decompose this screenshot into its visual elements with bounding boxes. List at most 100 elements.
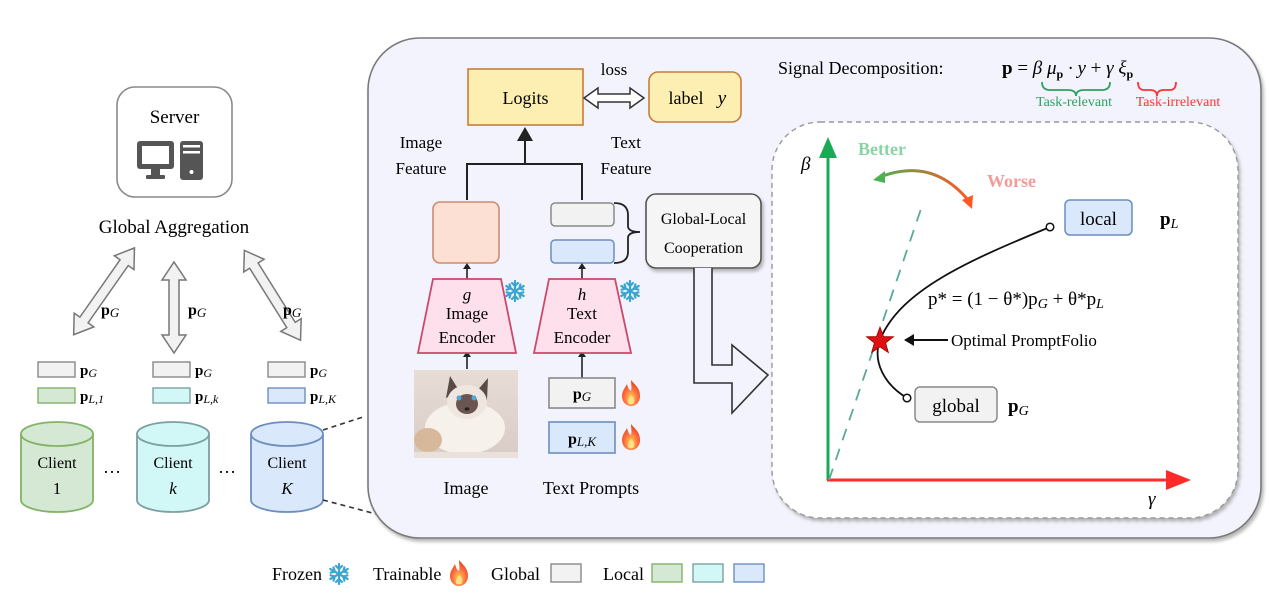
text-prompts-caption: Text Prompts xyxy=(543,478,639,498)
global-prompt-var: pG xyxy=(1008,396,1029,419)
prompt-global-label: pG xyxy=(573,386,592,404)
prompt-global-box xyxy=(548,377,616,409)
legend-global-swatch xyxy=(550,563,582,583)
cooperation-output-arrow xyxy=(693,268,770,416)
aggregation-arrow-right xyxy=(242,249,302,342)
legend-local-swatch-2 xyxy=(692,563,724,583)
zoom-line-top xyxy=(322,416,364,431)
global-prompt-swatch xyxy=(152,361,191,378)
label-variable: y xyxy=(716,88,727,109)
cat-image xyxy=(414,370,518,458)
image-encoder-var: g xyxy=(463,285,472,304)
computer-icon xyxy=(137,141,203,180)
client-K-global-prompt: pG xyxy=(310,363,327,380)
logits-box xyxy=(467,68,584,126)
feature-brace xyxy=(613,202,641,264)
client-k: pG pL,k Client k xyxy=(136,361,219,513)
local-prompt-var: pL xyxy=(1160,209,1179,232)
task-irrelevant-label: Task-irrelevant xyxy=(1136,95,1221,110)
optimal-star xyxy=(865,325,895,354)
logits-arrow-head xyxy=(517,127,533,141)
client-k-global-prompt: pG xyxy=(195,363,212,380)
global-box xyxy=(914,386,998,423)
server-title: Server xyxy=(150,107,200,128)
client-1-local-prompt: pL,1 xyxy=(80,389,104,406)
snowflake-icon xyxy=(329,562,349,586)
optimal-direction-line xyxy=(828,202,924,481)
label-box xyxy=(648,71,742,123)
prompt-local-label: pL,K xyxy=(568,431,597,449)
better-worse-arc xyxy=(879,169,970,201)
loss-double-arrow xyxy=(582,86,646,110)
global-text-feature-box xyxy=(550,202,615,227)
task-relevant-label: Task-relevant xyxy=(1036,95,1112,110)
text-encoder-label-2: Encoder xyxy=(554,328,611,347)
text-feature-label-1: Text xyxy=(611,133,641,152)
global-prompt-swatch xyxy=(267,361,306,378)
global-box-label: global xyxy=(932,396,980,417)
legend-trainable-label: Trainable xyxy=(373,564,441,584)
local-box-label: local xyxy=(1080,209,1117,230)
legend-frozen-label: Frozen xyxy=(272,564,322,584)
signal-equation: p = β μp · y + γ ξp xyxy=(1002,58,1134,81)
image-encoder-label-1: Image xyxy=(446,304,488,323)
legend-local-swatch-3 xyxy=(733,563,765,583)
image-feature-box xyxy=(432,201,500,264)
ellipsis-2: … xyxy=(218,457,236,477)
ellipsis-1: … xyxy=(103,457,121,477)
optimal-promptfolio-label: Optimal PromptFolio xyxy=(951,331,1097,350)
gamma-axis-arrowhead xyxy=(1166,470,1191,490)
client-k-index: k xyxy=(169,479,177,498)
image-caption: Image xyxy=(444,478,489,498)
local-box xyxy=(1064,199,1133,236)
text-encoder-label-1: Text xyxy=(567,304,597,323)
better-label: Better xyxy=(858,139,906,159)
optimal-pointer-head xyxy=(904,334,914,346)
gamma-axis-label: γ xyxy=(1148,489,1156,510)
arrow-label-right: pG xyxy=(283,302,302,320)
client-1-global-prompt: pG xyxy=(80,363,97,380)
image-encoder-label-2: Encoder xyxy=(439,328,496,347)
cooperation-label-2: Cooperation xyxy=(664,240,743,257)
beta-axis-label: β xyxy=(800,154,811,175)
relevant-brace xyxy=(1041,81,1111,97)
zoom-line-bottom xyxy=(322,499,381,516)
text-encoder-var: h xyxy=(578,285,587,304)
text-encoder xyxy=(532,278,633,354)
client-1: pG pL,1 Client 1 xyxy=(20,361,104,513)
legend-local-label: Local xyxy=(603,564,644,584)
client-1-index: 1 xyxy=(53,479,62,498)
server-box: Server xyxy=(116,86,233,198)
aggregation-arrow-middle xyxy=(160,260,188,355)
interpolation-curve xyxy=(876,226,1051,399)
local-prompt-swatch xyxy=(152,387,191,404)
logits-label: Logits xyxy=(502,88,548,108)
legend-local-swatch-1 xyxy=(651,563,683,583)
feature-merge-lines xyxy=(466,140,583,200)
label-text: label xyxy=(669,88,704,108)
client-K-index: K xyxy=(280,479,294,498)
encoder-arrow-heads xyxy=(463,263,586,357)
local-endpoint xyxy=(1045,222,1055,232)
client-K: pG pL,K Client K xyxy=(250,361,337,513)
client-K-local-prompt: pL,K xyxy=(310,389,337,406)
loss-label: loss xyxy=(601,60,627,79)
global-prompt-swatch xyxy=(37,361,76,378)
global-endpoint xyxy=(902,393,912,403)
client-1-name: Client xyxy=(37,455,77,472)
aggregation-arrow-left xyxy=(72,246,136,336)
client-k-name: Client xyxy=(153,455,193,472)
image-feature-label-1: Image xyxy=(400,133,442,152)
arrow-label-middle: pG xyxy=(188,302,207,320)
global-aggregation-caption: Global Aggregation xyxy=(99,217,250,238)
worse-label: Worse xyxy=(987,171,1036,191)
local-prompt-swatch xyxy=(267,387,306,404)
image-encoder xyxy=(416,278,518,354)
better-arrowhead xyxy=(873,171,885,183)
legend-global-label: Global xyxy=(491,564,540,584)
optimal-equation: p* = (1 − θ*)pG + θ*pL xyxy=(928,289,1104,312)
local-text-feature-box xyxy=(550,239,615,264)
image-feature-label-2: Feature xyxy=(396,159,447,178)
cooperation-label-1: Global-Local xyxy=(661,211,747,228)
